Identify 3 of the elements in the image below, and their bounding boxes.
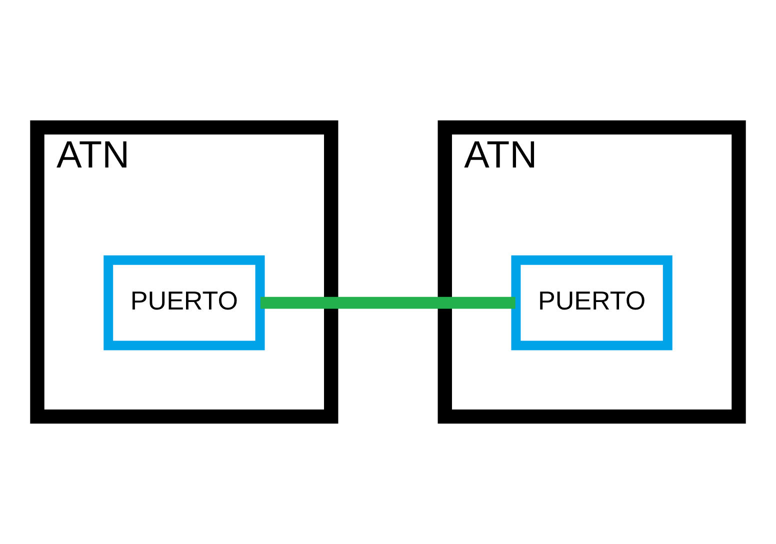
connector <box>260 296 516 309</box>
node-box: PUERTO <box>511 255 672 350</box>
node-box: PUERTO <box>104 255 265 350</box>
